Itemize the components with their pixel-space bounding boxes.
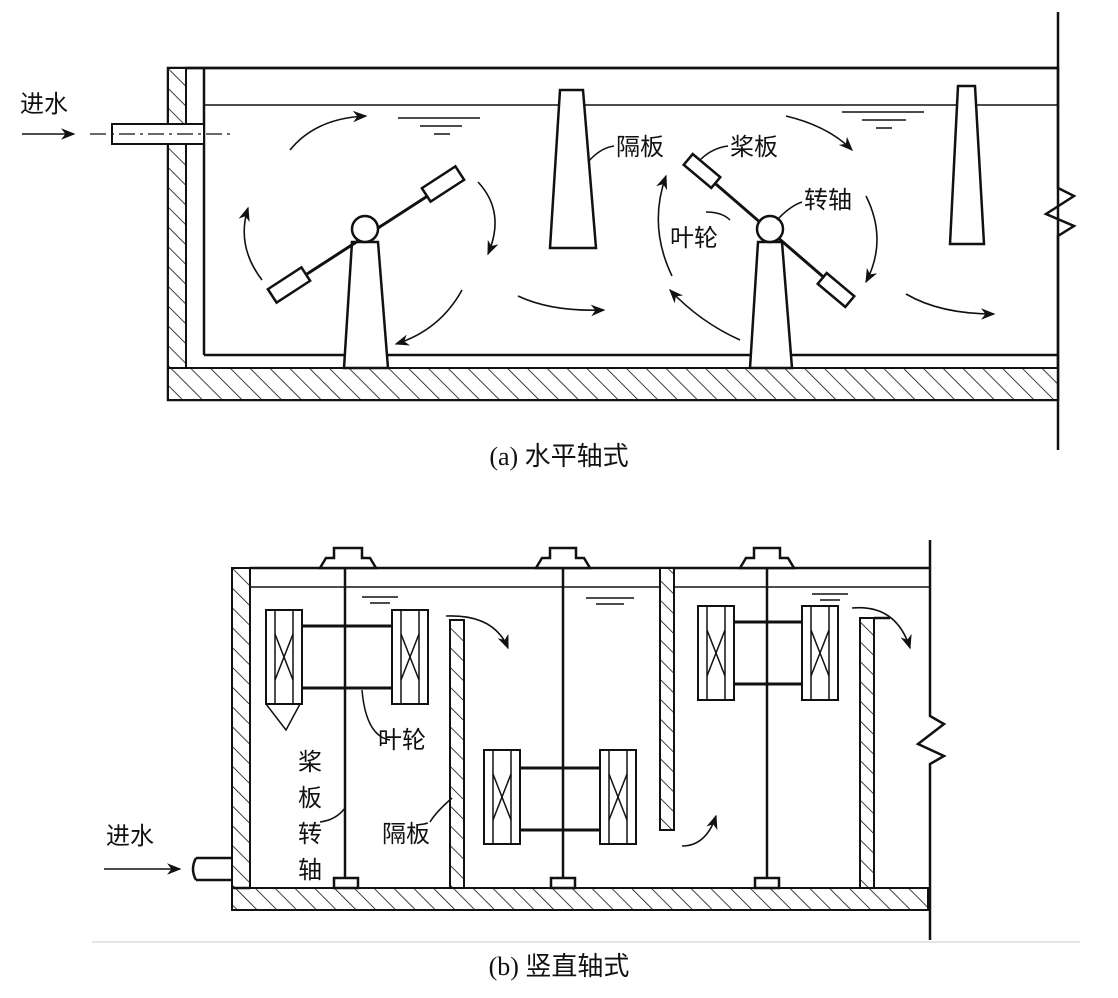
baffle-label-b: 隔板 bbox=[382, 820, 430, 848]
inlet-pipe-b bbox=[191, 856, 232, 882]
vertical-shaft-tank: 进水 bbox=[92, 540, 1080, 981]
paddle-shaft-char: 轴 bbox=[298, 856, 322, 884]
shaft-label-a: 转轴 bbox=[804, 186, 852, 214]
paddle-shaft-char: 转 bbox=[298, 820, 322, 848]
water-surface-symbol bbox=[362, 596, 398, 604]
baffle-b-1 bbox=[449, 619, 465, 889]
tank-b-floor bbox=[231, 887, 929, 911]
baffle-a-2 bbox=[948, 84, 986, 246]
paddle-shaft-label-b: 桨 板 转 轴 bbox=[298, 748, 322, 884]
paddle-shaft-char: 桨 bbox=[298, 748, 322, 776]
break-line-b bbox=[915, 540, 947, 940]
horizontal-shaft-tank: 进水 bbox=[20, 12, 1077, 471]
tank-a-floor bbox=[167, 367, 1059, 401]
tank-b-left-wall bbox=[231, 567, 251, 911]
baffle-a-1 bbox=[548, 88, 598, 250]
paddle-shaft-char: 板 bbox=[298, 784, 322, 812]
inlet-pipe-a bbox=[90, 123, 230, 145]
paddle-label-a: 桨板 bbox=[730, 133, 778, 161]
impeller-label-b: 叶轮 bbox=[378, 726, 426, 754]
impeller-b-1 bbox=[265, 546, 429, 890]
caption-b: (b) 竖直轴式 bbox=[489, 952, 630, 981]
impeller-a-2 bbox=[681, 152, 857, 370]
tank-a-outline bbox=[166, 66, 1060, 402]
impeller-b-2 bbox=[483, 546, 637, 890]
impeller-label-a: 叶轮 bbox=[670, 224, 718, 252]
inlet-label-a: 进水 bbox=[20, 90, 68, 118]
baffle-label-a: 隔板 bbox=[616, 133, 664, 161]
water-surface-symbol bbox=[398, 117, 480, 135]
break-line-a bbox=[1043, 12, 1077, 450]
baffle-b-3 bbox=[859, 617, 875, 889]
flow-arrows-a bbox=[238, 110, 996, 346]
impeller-b-3 bbox=[697, 546, 839, 890]
inlet-label-b: 进水 bbox=[106, 822, 154, 850]
water-surface-symbol bbox=[812, 593, 848, 601]
caption-a: (a) 水平轴式 bbox=[489, 442, 628, 471]
water-surface-symbol bbox=[586, 597, 634, 605]
tank-a-left-wall bbox=[167, 67, 187, 401]
baffle-b-2 bbox=[659, 567, 675, 831]
water-surface-symbol bbox=[842, 111, 924, 129]
flow-arrows-b bbox=[445, 606, 912, 847]
impeller-a-1 bbox=[266, 164, 466, 370]
